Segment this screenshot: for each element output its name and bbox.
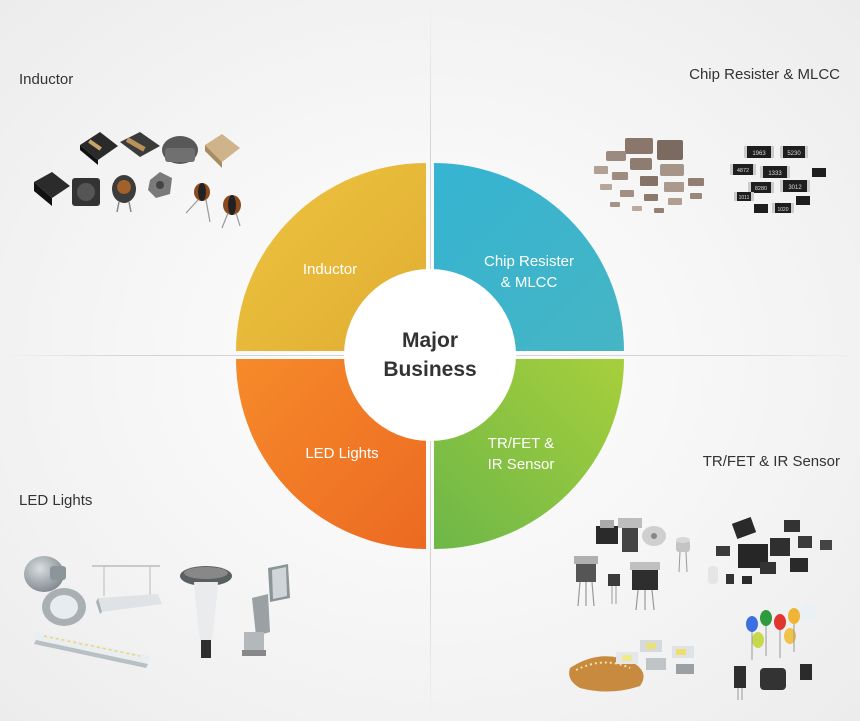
chip-mark-4: 1333 — [768, 171, 782, 177]
tr-quadrant-label-line1: TR/FET & — [488, 435, 554, 452]
chip-resister-mlcc-heading: Chip Resister & MLCC — [689, 66, 840, 83]
chip-resistor-8: 1020 — [772, 203, 794, 213]
tr-quadrant-label-line2: IR Sensor — [488, 456, 555, 473]
tr-fet-ir-sensor-heading: TR/FET & IR Sensor — [702, 453, 840, 470]
chip-mark-8: 1020 — [777, 207, 788, 213]
chip-mark-7: 1011 — [739, 195, 750, 201]
chip-resistor-5: 3012 — [780, 180, 810, 192]
inductor-products-image — [34, 132, 241, 229]
led-quadrant-label: LED Lights — [305, 445, 378, 462]
chip-mark-1: 1963 — [752, 151, 766, 157]
chip-mark-5: 3012 — [788, 185, 802, 191]
chip-mark-3: 4872 — [737, 168, 749, 174]
chip-mlcc-products-image: 1963 5230 4872 1333 3012 8280 — [594, 138, 826, 213]
chip-resistor-2: 5230 — [780, 146, 808, 158]
led-lights-heading: LED Lights — [19, 492, 93, 509]
chip-resistor-6: 8280 — [748, 182, 774, 193]
chip-resistor-7: 1011 — [734, 192, 754, 201]
chip-mark-6: 8280 — [755, 186, 767, 192]
chip-resistor-3: 4872 — [730, 164, 756, 175]
center-title-line2: Business — [383, 358, 476, 381]
chip-quadrant-label-line2: & MLCC — [501, 274, 558, 291]
chip-resistor-1: 1963 — [744, 146, 774, 158]
center-title-line1: Major — [402, 329, 458, 352]
business-wheel: Major Business Inductor Chip Resister & … — [236, 163, 624, 549]
inductor-heading: Inductor — [19, 71, 74, 88]
led-lights-products-image — [24, 556, 290, 668]
center-circle — [344, 269, 516, 441]
chip-resistor-4: 1333 — [760, 166, 790, 178]
inductor-quadrant-label: Inductor — [303, 261, 357, 278]
chip-mark-2: 5230 — [787, 151, 801, 157]
tr-fet-ir-products-image — [569, 517, 832, 700]
chip-quadrant-label-line1: Chip Resister — [484, 253, 574, 270]
